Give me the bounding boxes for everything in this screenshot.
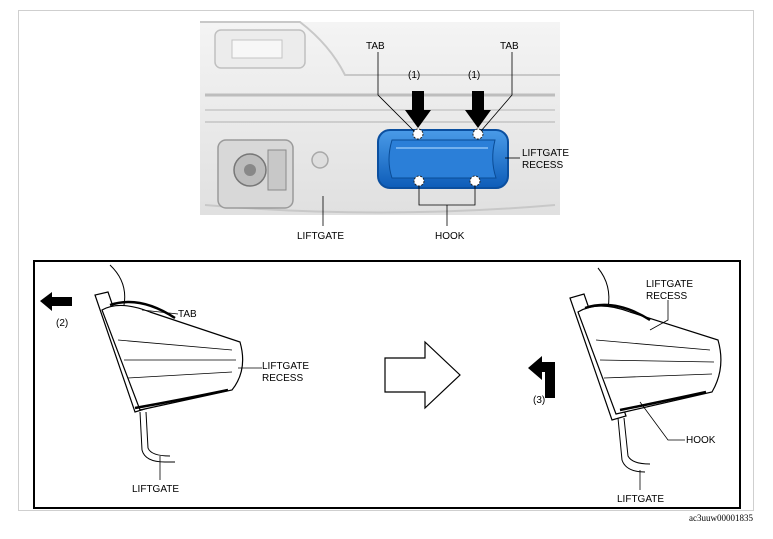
right-recess-label-line2: RECESS: [646, 291, 687, 302]
liftgate-label: LIFTGATE: [297, 231, 344, 242]
left-recess-label-line1: LIFTGATE: [262, 361, 309, 372]
hook-label: HOOK: [435, 231, 465, 242]
step-1-right-label: (1): [468, 70, 480, 81]
liftgate-recess-part: [377, 129, 509, 189]
right-liftgate-label: LIFTGATE: [617, 494, 664, 505]
recess-label-line1: LIFTGATE: [522, 148, 569, 159]
tab-left-label: TAB: [366, 41, 385, 52]
left-tab-label: TAB: [178, 309, 197, 320]
right-recess-label-line1: LIFTGATE: [646, 279, 693, 290]
tab-position-left: [412, 128, 424, 140]
pull-left-arrow-icon: [40, 292, 72, 311]
illustration-frame: [18, 10, 754, 511]
top-liftgate-view: TAB TAB (1) (1) LIFTGATE RECESS LIFTGATE…: [200, 21, 569, 242]
hook-position-left: [413, 175, 425, 187]
hook-position-right: [469, 175, 481, 187]
reference-code: ac3uuw00001835: [689, 513, 753, 523]
left-detail-view: TAB (2) LIFTGATE RECESS LIFTGATE: [40, 264, 309, 495]
press-arrow-right-icon: [465, 91, 491, 128]
bolt-hole: [311, 151, 329, 169]
step-2-label: (2): [56, 318, 68, 329]
step-3-label: (3): [533, 395, 545, 406]
latch-assembly: [217, 139, 294, 209]
tab-position-right: [472, 128, 484, 140]
left-liftgate-label: LIFTGATE: [132, 484, 179, 495]
bottom-removal-steps: TAB (2) LIFTGATE RECESS LIFTGATE LIFTG: [40, 264, 722, 505]
recess-label-line2: RECESS: [522, 160, 563, 171]
removal-steps-frame: [33, 260, 741, 509]
right-hook-label: HOOK: [686, 435, 716, 446]
press-arrow-left-icon: [405, 91, 431, 128]
pull-up-left-arrow-icon: [528, 356, 555, 398]
right-detail-view: LIFTGATE RECESS (3) HOOK LIFTGATE: [528, 267, 722, 505]
left-recess-label-line2: RECESS: [262, 373, 303, 384]
step-1-left-label: (1): [408, 70, 420, 81]
next-step-arrow-icon: [384, 340, 461, 410]
tab-right-label: TAB: [500, 41, 519, 52]
